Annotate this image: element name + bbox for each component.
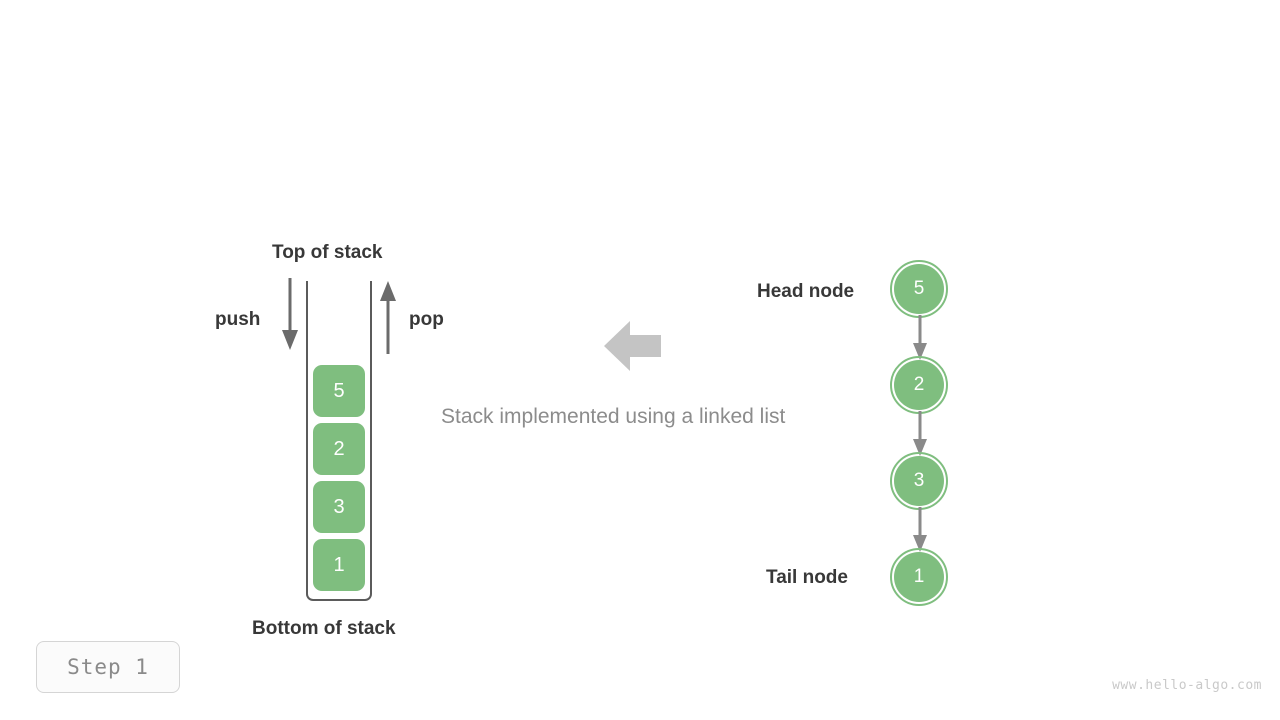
list-node: 5: [890, 260, 948, 318]
push-arrow-down-icon: [282, 278, 298, 350]
head-node-label: Head node: [757, 281, 855, 302]
push-label: push: [215, 309, 261, 330]
link-arrow-down-icon: [913, 315, 927, 360]
stack-top-label: Top of stack: [272, 242, 383, 263]
list-node-value: 1: [894, 552, 944, 602]
stack-block: 1: [313, 539, 365, 591]
stack-block: 3: [313, 481, 365, 533]
list-node-value: 2: [894, 360, 944, 410]
pop-arrow-up-icon: [380, 281, 396, 354]
link-arrow-down-icon: [913, 411, 927, 456]
stack-figure: Top of stack push pop 5 2 3 1 Bottom of …: [0, 0, 520, 720]
caption-text: Stack implemented using a linked list: [441, 405, 786, 428]
arrow-left-icon: [604, 321, 661, 371]
list-node-value: 5: [894, 264, 944, 314]
tail-node-label: Tail node: [766, 567, 848, 588]
stack-container: [306, 281, 372, 601]
pop-label: pop: [409, 309, 444, 330]
stack-block: 2: [313, 423, 365, 475]
link-arrow-down-icon: [913, 507, 927, 552]
watermark-text: www.hello-algo.com: [1112, 678, 1262, 693]
list-node: 2: [890, 356, 948, 414]
step-badge: Step 1: [36, 641, 180, 693]
list-node: 3: [890, 452, 948, 510]
stack-block: 5: [313, 365, 365, 417]
list-node: 1: [890, 548, 948, 606]
list-node-value: 3: [894, 456, 944, 506]
stack-bottom-label: Bottom of stack: [252, 618, 396, 639]
linked-list-figure: Head node Tail node 5 2 3 1: [700, 0, 1280, 720]
